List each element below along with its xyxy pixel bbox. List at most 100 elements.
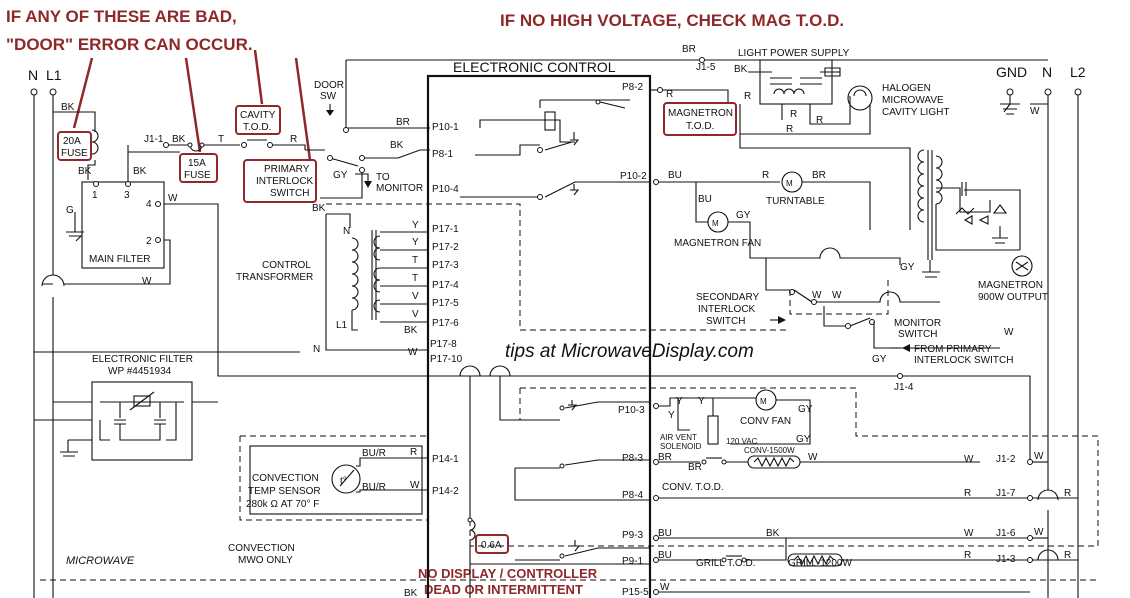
door-warning-line-1: IF ANY OF THESE ARE BAD, [6,7,237,26]
svg-text:BK: BK [172,134,186,145]
bottom-boundary: MICROWAVE W BK [40,555,1100,598]
svg-text:J1-3: J1-3 [996,554,1016,565]
svg-text:SWITCH: SWITCH [898,329,937,340]
rail-label-n-right: N [1042,64,1052,80]
electronic-control: ELECTRONIC CONTROL P8-2 P10-1 P8-1 P10-4… [426,59,652,598]
svg-text:P17-1: P17-1 [432,224,459,235]
svg-text:SWITCH: SWITCH [706,316,745,327]
svg-text:P8-4: P8-4 [622,490,644,501]
svg-text:M: M [712,219,719,228]
svg-text:MONITOR: MONITOR [376,183,423,194]
svg-text:GY: GY [900,262,915,273]
bottom-note-line-2: DEAD OR INTERMITTENT [424,582,583,597]
svg-text:280k Ω AT 70° F: 280k Ω AT 70° F [246,499,319,510]
grill-element: BU BK W J1-6 W BU GRILL T.O.D. GRILL-120… [653,527,1078,569]
svg-text:MAIN FILTER: MAIN FILTER [89,254,150,265]
cavity-tod: CAVITY T.O.D. R [235,105,306,150]
svg-text:GY: GY [872,354,887,365]
svg-text:J1-4: J1-4 [894,382,914,393]
svg-text:BR: BR [812,170,826,181]
svg-text:R: R [290,134,297,145]
svg-text:W: W [1030,106,1040,117]
svg-text:CAVITY: CAVITY [240,110,276,121]
rail-label-n: N [28,67,38,83]
svg-text:J1-7: J1-7 [996,488,1016,499]
svg-text:1: 1 [92,190,98,201]
svg-text:0.6A: 0.6A [481,540,502,551]
svg-text:Y: Y [676,396,683,407]
svg-text:CONV-1500W: CONV-1500W [744,446,795,455]
svg-text:ELECTRONIC CONTROL: ELECTRONIC CONTROL [453,59,616,75]
svg-text:P14-2: P14-2 [432,486,459,497]
svg-text:T.O.D.: T.O.D. [686,121,714,132]
svg-text:P14-1: P14-1 [432,454,459,465]
svg-text:BU/R: BU/R [362,448,386,459]
svg-text:P10-1: P10-1 [432,122,459,133]
svg-text:P8-3: P8-3 [622,453,644,464]
svg-text:CONTROL: CONTROL [262,260,311,271]
svg-text:R: R [816,115,823,126]
svg-text:TO: TO [376,172,390,183]
fuse-20a: 20A FUSE BK BK [53,102,99,180]
svg-text:TRANSFORMER: TRANSFORMER [236,272,313,283]
main-filter: MAIN FILTER 1 3 4 2 BK G W W [42,145,1031,464]
turntable-motor: BU R M BR TURNTABLE [653,170,871,230]
svg-text:P15-5: P15-5 [622,587,649,598]
svg-text:W: W [808,452,818,463]
svg-text:P8-2: P8-2 [622,82,644,93]
svg-text:P17-4: P17-4 [432,280,459,291]
svg-text:WP #4451934: WP #4451934 [108,366,172,377]
svg-text:BR: BR [682,44,696,55]
svg-text:GY: GY [333,170,348,181]
svg-text:TURNTABLE: TURNTABLE [766,196,825,207]
svg-text:W: W [964,454,974,465]
svg-text:W: W [1034,527,1044,538]
door-warning-line-2: "DOOR" ERROR CAN OCCUR. [6,35,253,54]
svg-text:900W OUTPUT: 900W OUTPUT [978,292,1048,303]
svg-text:ELECTRONIC FILTER: ELECTRONIC FILTER [92,354,193,365]
svg-text:BU: BU [658,528,672,539]
convection-temp-sensor: CONVECTION TEMP SENSOR 280k Ω AT 70° F t… [228,445,428,566]
svg-text:T.O.D.: T.O.D. [243,122,271,133]
svg-text:SECONDARY: SECONDARY [696,292,759,303]
svg-text:GY: GY [736,210,751,221]
svg-text:Y: Y [412,220,419,231]
svg-text:G: G [66,205,74,216]
electronic-filter: ELECTRONIC FILTER WP #4451934 [34,354,218,461]
svg-text:V: V [412,309,419,320]
svg-text:R: R [790,109,797,120]
svg-text:BK: BK [133,166,147,177]
svg-text:R: R [964,488,971,499]
svg-text:BU: BU [658,550,672,561]
svg-text:MICROWAVE: MICROWAVE [882,95,944,106]
light-power-supply: J1-5 BK LIGHT POWER SUPPLY R R R HALOGEN… [650,48,1048,230]
svg-text:Y: Y [668,410,675,421]
svg-text:CAVITY LIGHT: CAVITY LIGHT [882,107,949,118]
interlock-boundary [326,203,889,331]
svg-text:4: 4 [146,199,152,210]
rail-label-l2: L2 [1070,64,1086,80]
svg-text:MAGNETRON FAN: MAGNETRON FAN [674,238,761,249]
svg-text:R: R [1064,488,1071,499]
svg-text:P8-1: P8-1 [432,149,454,160]
svg-text:W: W [660,582,670,593]
svg-text:FUSE: FUSE [184,170,211,181]
svg-text:P17-5: P17-5 [432,298,459,309]
svg-text:V: V [412,291,419,302]
svg-text:W: W [168,193,178,204]
svg-text:MONITOR: MONITOR [894,318,941,329]
svg-text:R: R [666,89,673,100]
svg-text:BU: BU [668,170,682,181]
svg-text:T: T [412,255,418,266]
svg-text:HALOGEN: HALOGEN [882,83,931,94]
svg-text:W: W [832,290,842,301]
svg-text:J1-1: J1-1 [144,134,164,145]
svg-text:SOLENOID: SOLENOID [660,442,702,451]
svg-text:J1-5: J1-5 [696,62,716,73]
svg-text:BK: BK [390,140,404,151]
svg-text:BR: BR [396,117,410,128]
svg-text:W: W [1034,451,1044,462]
svg-text:J1-6: J1-6 [996,528,1016,539]
svg-text:W: W [812,290,822,301]
svg-text:T: T [218,134,224,145]
